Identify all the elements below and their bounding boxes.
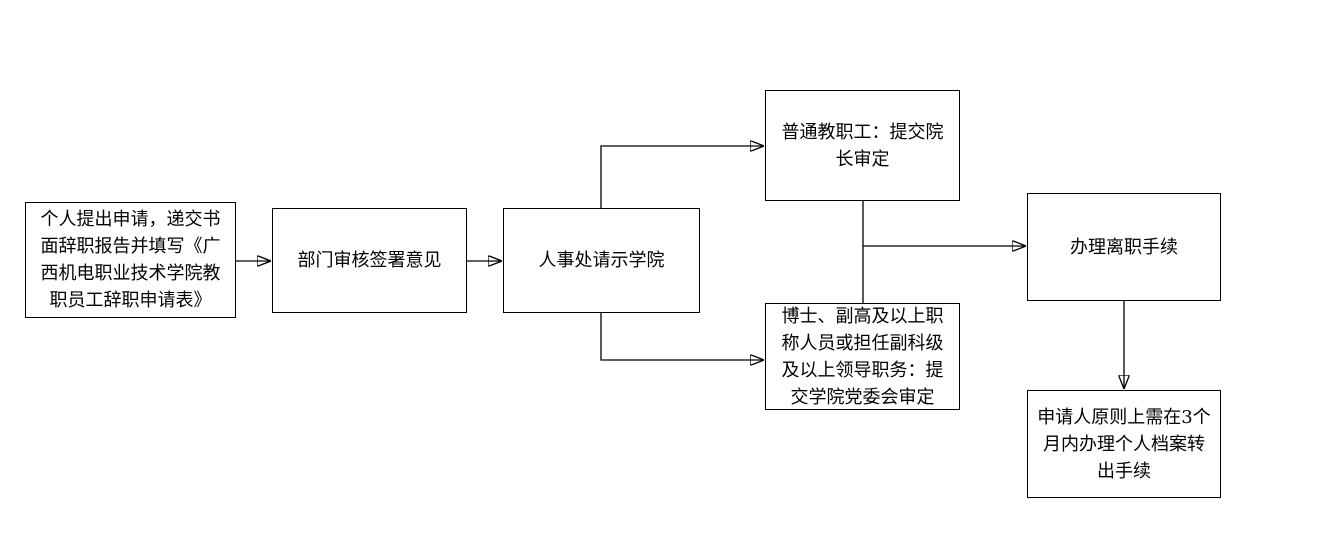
node-senior-label: 博士、副高及以上职称人员或担任副科级及以上领导职务：提交学院党委会审定: [781, 305, 944, 408]
flowchart-node-senior-staff: 博士、副高及以上职称人员或担任副科级及以上领导职务：提交学院党委会审定: [765, 303, 960, 410]
edge-hr-ordinary: [600, 146, 763, 208]
flowchart-node-apply: 个人提出申请，递交书面辞职报告并填写《广西机电职业技术学院教职员工辞职申请表》: [25, 202, 236, 318]
flowchart-node-ordinary-staff: 普通教职工：提交院长审定: [765, 90, 960, 201]
flowchart-node-dept-review: 部门审核签署意见: [272, 208, 467, 313]
node-apply-label: 个人提出申请，递交书面辞职报告并填写《广西机电职业技术学院教职员工辞职申请表》: [40, 209, 221, 311]
node-ordinary-label: 普通教职工：提交院长审定: [781, 121, 944, 170]
flowchart-node-archive-transfer: 申请人原则上需在3个月内办理个人档案转出手续: [1027, 390, 1221, 498]
node-leave-label: 办理离职手续: [1070, 236, 1178, 258]
node-hr-label: 人事处请示学院: [538, 250, 665, 271]
node-dept-label: 部门审核签署意见: [297, 250, 442, 271]
flowchart-node-leave-procedure: 办理离职手续: [1027, 193, 1221, 301]
edge-hr-senior: [600, 313, 763, 360]
node-archive-label: 申请人原则上需在3个月内办理个人档案转出手续: [1037, 406, 1211, 482]
flowchart-node-hr-request: 人事处请示学院: [503, 208, 700, 313]
